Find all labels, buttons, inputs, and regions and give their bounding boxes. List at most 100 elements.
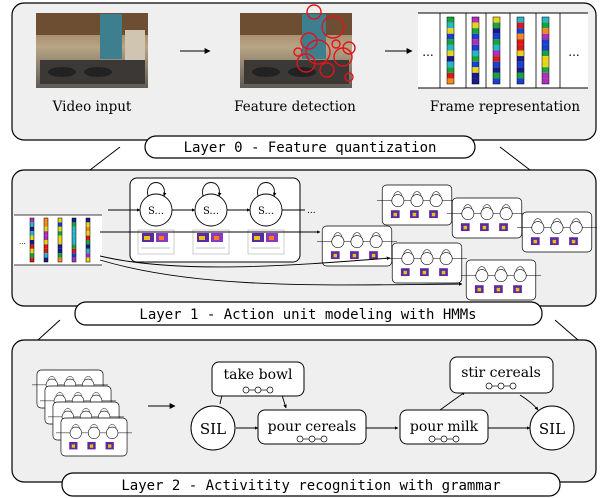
- video-input-image: [36, 13, 148, 88]
- barcode-cell: [44, 253, 48, 258]
- barcode-cell: [493, 22, 500, 29]
- barcode-cell: [86, 257, 90, 262]
- barcode-cell: [447, 33, 454, 40]
- barcode-cell: [493, 50, 500, 57]
- layer1-frame-strip: ...: [14, 214, 102, 266]
- barcode-cell: [58, 248, 62, 254]
- barcode-cell: [447, 72, 454, 79]
- barcode-cell: [44, 257, 48, 262]
- barcode-cell: [447, 44, 454, 51]
- layer0-panel: Video input Fe: [11, 2, 597, 141]
- barcode-cell: [44, 244, 48, 249]
- barcode-cell: [72, 253, 76, 258]
- barcode-column: [71, 217, 77, 263]
- barcode-cell: [30, 244, 34, 249]
- ellipsis-right: ...: [568, 45, 579, 59]
- barcode-cell: [58, 257, 62, 262]
- barcode-cell: [44, 218, 48, 223]
- barcode-cell: [44, 240, 48, 245]
- barcode-cell: [542, 17, 549, 23]
- state-1: S...: [148, 206, 164, 217]
- barcode-cell: [58, 231, 62, 236]
- barcode-cell: [86, 222, 90, 227]
- barcode-cell: [58, 240, 62, 245]
- barcode-cell: [72, 248, 76, 254]
- main-hmm: ... S... S... S...: [108, 177, 316, 263]
- barcode-cell: [72, 240, 76, 245]
- barcode-cell: [517, 44, 524, 51]
- barcode-cell: [493, 33, 500, 40]
- barcode-cell: [30, 226, 34, 232]
- barcode-cell: [493, 44, 500, 51]
- barcode-cell: [86, 231, 90, 236]
- barcode-cell: [517, 67, 524, 73]
- node-pour-cereals: pour cereals: [268, 419, 357, 435]
- node-take-bowl: take bowl: [223, 367, 293, 383]
- barcode-cell: [86, 235, 90, 240]
- barcode-cell: [30, 240, 34, 245]
- barcode-column: [29, 217, 35, 263]
- barcode-cell: [472, 78, 479, 84]
- barcode-cell: [86, 218, 90, 223]
- barcode-cell: [58, 235, 62, 240]
- barcode-cell: [72, 257, 76, 262]
- barcode-cell: [72, 218, 76, 223]
- barcode-cell: [542, 67, 549, 73]
- barcode-cell: [542, 39, 549, 45]
- barcode-cell: [30, 222, 34, 227]
- barcode-cell: [517, 17, 524, 23]
- layer1-barcode: [29, 217, 91, 263]
- barcode-column: [541, 16, 550, 85]
- barcode-cell: [493, 72, 500, 79]
- barcode-column: [57, 217, 63, 263]
- barcode-cell: [472, 33, 479, 40]
- barcode-cell: [493, 17, 500, 23]
- feature-detection-image: [240, 4, 356, 88]
- node-sil-end: SIL: [539, 420, 565, 438]
- barcode-column: [516, 16, 525, 85]
- barcode-cell: [447, 17, 454, 23]
- barcode-cell: [86, 240, 90, 245]
- barcode-cell: [493, 28, 500, 34]
- barcode-cell: [517, 61, 524, 68]
- barcode-cell: [447, 67, 454, 73]
- barcode-cell: [44, 248, 48, 254]
- barcode-cell: [493, 78, 500, 84]
- barcode-cell: [30, 235, 34, 240]
- barcode-cell: [447, 50, 454, 57]
- feature-circles: [293, 4, 356, 82]
- barcode-cell: [86, 226, 90, 232]
- barcode-cell: [517, 50, 524, 57]
- barcode-cell: [447, 22, 454, 29]
- barcode-cell: [30, 257, 34, 262]
- barcode-cell: [30, 248, 34, 254]
- node-pour-milk: pour milk: [410, 419, 479, 435]
- barcode-cell: [72, 231, 76, 236]
- barcode-cell: [472, 50, 479, 57]
- ellipsis-left: ...: [422, 45, 433, 59]
- barcode-cell: [472, 28, 479, 34]
- barcode-cell: [72, 222, 76, 227]
- barcode-cell: [86, 248, 90, 254]
- caption-frame-representation: Frame representation: [430, 99, 580, 115]
- barcode-cell: [44, 222, 48, 227]
- barcode-cell: [542, 50, 549, 57]
- barcode-cell: [30, 253, 34, 258]
- node-sil-start: SIL: [200, 420, 226, 438]
- barcode-cell: [58, 226, 62, 232]
- barcode-cell: [542, 44, 549, 51]
- barcode-columns: [446, 16, 550, 85]
- barcode-cell: [542, 72, 549, 79]
- barcode-cell: [44, 226, 48, 232]
- barcode-cell: [447, 39, 454, 45]
- barcode-cell: [30, 218, 34, 223]
- barcode-cell: [472, 61, 479, 68]
- emission-plots: [137, 229, 285, 255]
- barcode-cell: [472, 17, 479, 23]
- barcode-cell: [542, 56, 549, 62]
- barcode-cell: [542, 28, 549, 34]
- barcode-cell: [542, 61, 549, 68]
- barcode-cell: [493, 67, 500, 73]
- barcode-cell: [58, 222, 62, 227]
